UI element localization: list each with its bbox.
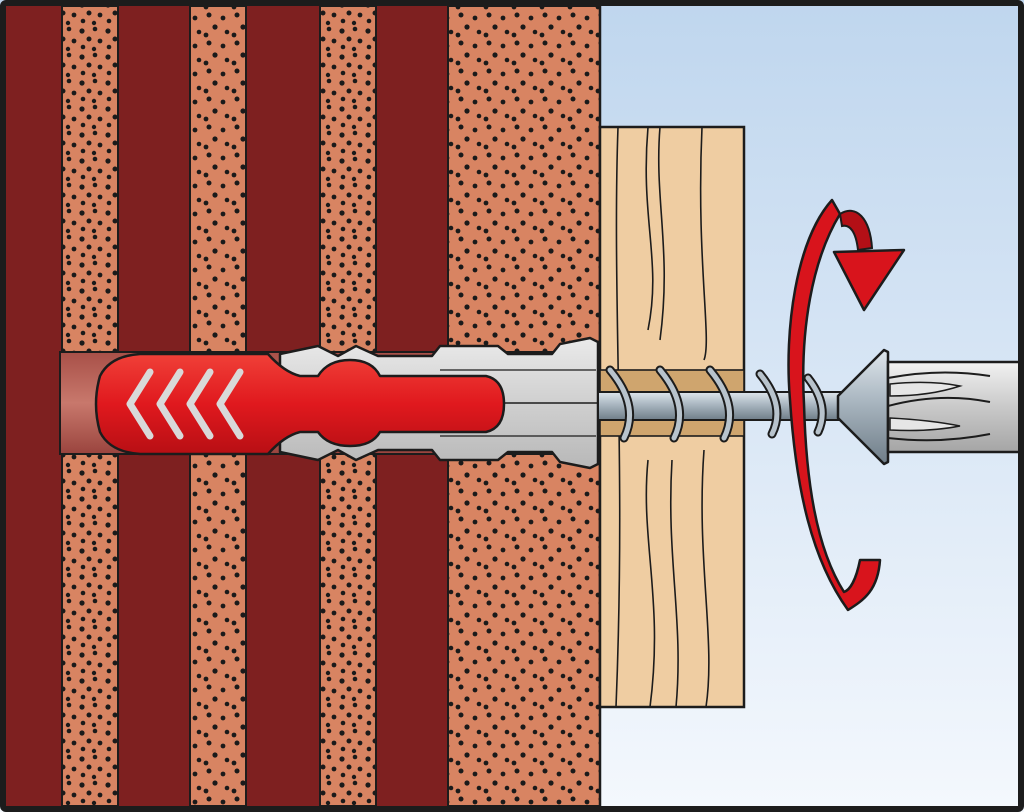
rotation-arrow-icon — [787, 198, 906, 612]
dowel-anchor-icon — [94, 336, 600, 470]
screwdriver-icon — [886, 360, 1024, 454]
screw-icon — [597, 348, 890, 466]
